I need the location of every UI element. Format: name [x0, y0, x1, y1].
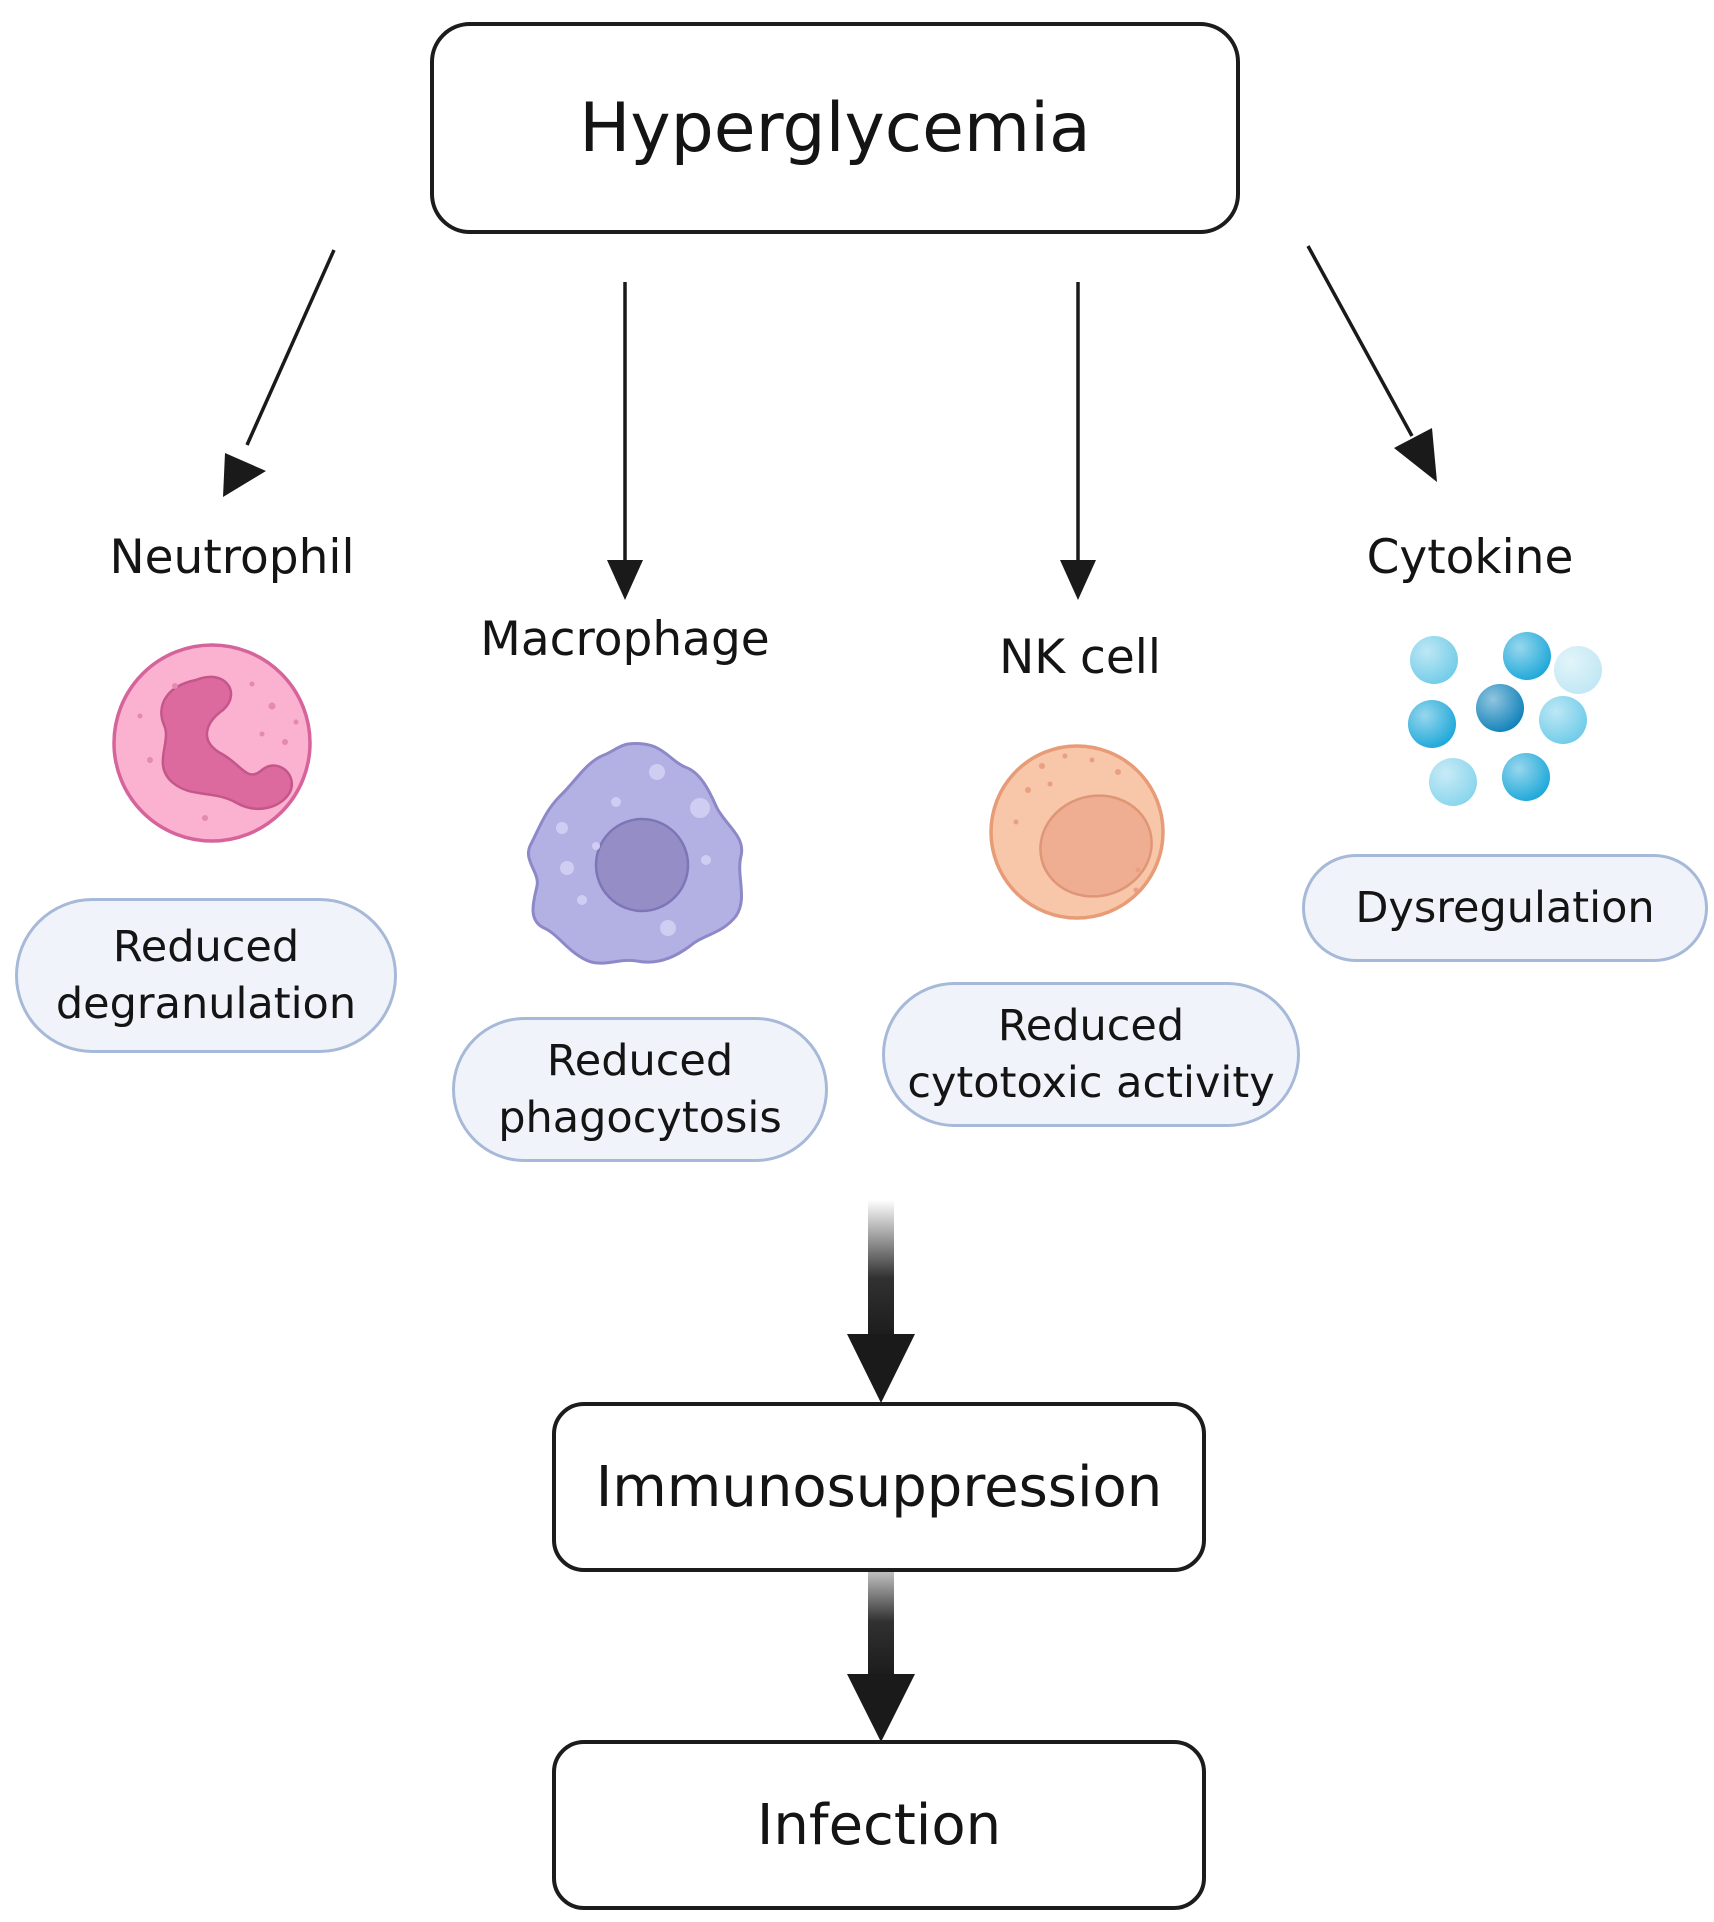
hyperglycemia-box: Hyperglycemia: [430, 22, 1240, 234]
immunosuppression-box: Immunosuppression: [552, 1402, 1206, 1572]
nk-cell-effect-line-2: cytotoxic activity: [907, 1057, 1275, 1108]
nk-cell-icon: [989, 744, 1165, 920]
cytokine-cluster-icon: [1408, 632, 1602, 806]
nk-cell-effect-line-1: Reduced: [997, 1000, 1185, 1051]
infection-label: Infection: [756, 1792, 1002, 1858]
macrophage-effect-line-1: Reduced: [546, 1035, 734, 1086]
arrow-to-nk-cell: [1060, 282, 1096, 600]
nk-cell-label: NK cell: [999, 630, 1161, 685]
neutrophil-label: Neutrophil: [109, 530, 355, 585]
hyperglycemia-label: Hyperglycemia: [579, 88, 1091, 168]
arrow-to-immunosuppression: [847, 1200, 915, 1403]
arrow-to-infection: [847, 1550, 915, 1742]
macrophage-icon: [527, 742, 744, 965]
arrow-to-macrophage: [607, 282, 643, 600]
macrophage-label: Macrophage: [480, 612, 770, 667]
arrow-to-neutrophil: [223, 249, 336, 497]
neutrophil-effect-line-2: degranulation: [55, 978, 357, 1029]
infection-box: Infection: [552, 1740, 1206, 1910]
neutrophil-effect-line-1: Reduced: [112, 921, 300, 972]
neutrophil-effect-pill: Reduced degranulation: [15, 898, 397, 1053]
cytokine-effect-line-1: Dysregulation: [1355, 882, 1655, 933]
nk-cell-effect-pill: Reduced cytotoxic activity: [882, 982, 1300, 1127]
arrow-to-cytokine: [1306, 245, 1437, 482]
macrophage-effect-pill: Reduced phagocytosis: [452, 1017, 828, 1162]
neutrophil-icon: [112, 643, 312, 843]
immunosuppression-label: Immunosuppression: [595, 1454, 1163, 1520]
cytokine-label: Cytokine: [1366, 530, 1574, 585]
macrophage-effect-line-2: phagocytosis: [498, 1092, 782, 1143]
cytokine-effect-pill: Dysregulation: [1302, 854, 1708, 962]
